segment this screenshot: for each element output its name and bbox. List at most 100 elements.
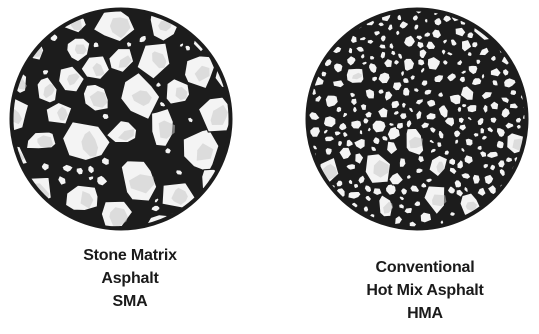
aggregate-stone bbox=[477, 145, 482, 151]
aggregate-stone bbox=[424, 89, 432, 95]
aggregate-stone bbox=[380, 51, 386, 59]
aggregate-stone bbox=[410, 75, 416, 81]
aggregate-stone bbox=[414, 88, 420, 93]
sma-caption: Stone Matrix Asphalt SMA bbox=[20, 244, 240, 313]
aggregate-stone bbox=[348, 47, 353, 54]
aggregate-stone bbox=[399, 113, 407, 120]
sma-caption-line-2: Asphalt bbox=[20, 267, 240, 290]
aggregate-stone bbox=[481, 135, 487, 140]
aggregate-stone bbox=[473, 132, 479, 137]
aggregate-stone bbox=[378, 72, 391, 84]
aggregate-stone bbox=[202, 169, 227, 196]
stone-shading bbox=[230, 142, 236, 159]
aggregate-stone bbox=[359, 129, 363, 135]
aggregate-stone bbox=[324, 136, 335, 142]
sma-caption-line-1: Stone Matrix bbox=[20, 244, 240, 267]
aggregate-stone bbox=[461, 103, 467, 108]
aggregate-stone bbox=[351, 120, 362, 129]
aggregate-stone bbox=[496, 140, 504, 149]
aggregate-stone bbox=[332, 80, 344, 88]
aggregate-stone bbox=[412, 15, 418, 21]
stone-matrix-asphalt-disc bbox=[6, 4, 236, 234]
aggregate-stone bbox=[336, 180, 343, 187]
aggregate-stone bbox=[176, 170, 183, 176]
hma-caption-line-1: Conventional bbox=[315, 256, 535, 279]
aggregate-stone bbox=[354, 183, 359, 189]
aggregate-stone bbox=[323, 116, 336, 128]
aggregate-stone bbox=[400, 71, 404, 77]
aggregate-stone bbox=[373, 188, 383, 196]
hma-caption-line-3: HMA bbox=[315, 302, 535, 325]
aggregate-stone bbox=[438, 92, 444, 98]
aggregate-stone bbox=[382, 136, 389, 142]
aggregate-stone bbox=[414, 24, 419, 30]
aggregate-stone bbox=[515, 117, 522, 123]
aggregate-stone bbox=[465, 138, 473, 146]
aggregate-stone bbox=[510, 90, 517, 96]
aggregate-stone bbox=[404, 58, 415, 71]
aggregate-stone bbox=[472, 42, 479, 49]
aggregate-stone bbox=[403, 77, 410, 83]
aggregate-stone bbox=[467, 32, 474, 39]
aggregate-stone bbox=[505, 157, 512, 163]
aggregate-stone bbox=[457, 106, 462, 112]
aggregate-stone bbox=[76, 167, 84, 175]
aggregate-stone bbox=[476, 59, 481, 65]
aggregate-stone bbox=[449, 212, 455, 217]
aggregate-stone bbox=[418, 155, 425, 163]
aggregate-stone bbox=[399, 204, 405, 210]
aggregate-stone bbox=[472, 174, 480, 184]
aggregate-stone bbox=[325, 147, 332, 155]
sma-caption-line-3: SMA bbox=[20, 290, 240, 313]
aggregate-stone bbox=[102, 113, 109, 119]
aggregate-stone bbox=[93, 42, 99, 48]
aggregate-stone bbox=[420, 212, 432, 223]
aggregate-stone bbox=[441, 49, 446, 55]
aggregate-stone bbox=[397, 14, 402, 21]
aggregate-stone bbox=[353, 106, 358, 113]
aggregate-stone bbox=[454, 180, 462, 188]
aggregate-stone bbox=[378, 22, 385, 27]
aggregate-stone bbox=[338, 140, 343, 146]
aggregate-stone bbox=[393, 110, 399, 115]
aggregate-stone bbox=[464, 155, 474, 165]
aggregate-stone bbox=[388, 122, 394, 126]
aggregate-stone bbox=[391, 50, 397, 56]
aggregate-stone bbox=[370, 55, 376, 60]
aggregate-stone bbox=[379, 44, 387, 49]
aggregate-stone bbox=[492, 80, 498, 87]
aggregate-stone bbox=[365, 89, 375, 99]
aggregate-stone bbox=[481, 73, 485, 80]
aggregate-stone bbox=[179, 43, 184, 48]
aggregate-stone bbox=[404, 207, 413, 214]
aggregate-stone bbox=[453, 130, 461, 138]
aggregate-stone bbox=[421, 80, 428, 87]
aggregate-stone bbox=[399, 158, 406, 168]
aggregate-stone bbox=[455, 139, 459, 145]
aggregate-stone bbox=[42, 70, 49, 76]
aggregate-stone bbox=[480, 127, 485, 134]
hma-caption: Conventional Hot Mix Asphalt HMA bbox=[315, 256, 535, 325]
aggregate-stone bbox=[444, 150, 450, 156]
aggregate-stone bbox=[403, 87, 411, 96]
aggregate-stone bbox=[373, 137, 381, 145]
aggregate-stone bbox=[489, 164, 495, 171]
aggregate-stone bbox=[443, 60, 449, 66]
aggregate-stone bbox=[336, 106, 342, 113]
aggregate-stone bbox=[371, 146, 377, 152]
aggregate-stone bbox=[396, 30, 400, 36]
aggregate-stone bbox=[372, 120, 386, 133]
aggregate-stone bbox=[426, 99, 436, 107]
aggregate-stone bbox=[449, 158, 456, 166]
aggregate-stone bbox=[471, 78, 482, 86]
aggregate-stone bbox=[430, 148, 436, 153]
aggregate-stone bbox=[363, 118, 370, 125]
aggregate-stone bbox=[321, 71, 327, 77]
aggregate-stone bbox=[126, 41, 132, 47]
aggregate-stone bbox=[418, 59, 425, 67]
aggregate-stone bbox=[185, 45, 191, 51]
aggregate-stone bbox=[467, 104, 477, 112]
aggregate-stone bbox=[459, 76, 465, 83]
aggregate-stone bbox=[467, 52, 472, 57]
